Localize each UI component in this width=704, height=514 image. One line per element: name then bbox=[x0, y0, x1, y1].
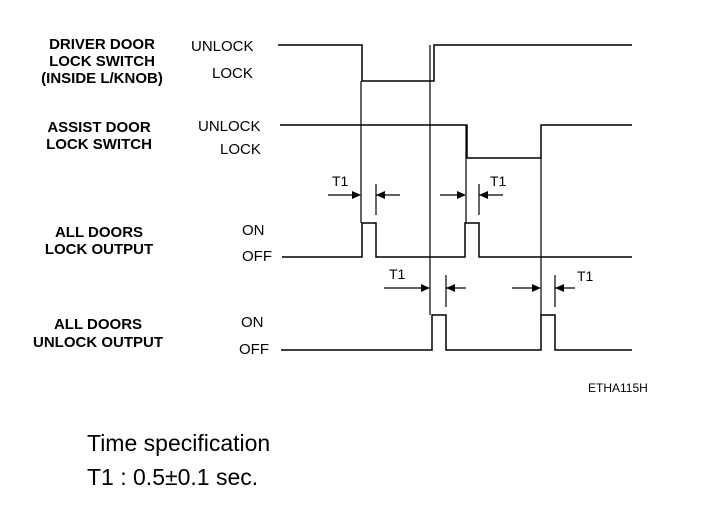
assist-label-line1: ASSIST DOOR bbox=[47, 119, 151, 136]
lock-output-label-line1: ALL DOORS bbox=[55, 224, 143, 241]
unlock-output-label-line2: UNLOCK OUTPUT bbox=[33, 334, 163, 351]
driver-label-line3: (INSIDE L/KNOB) bbox=[41, 70, 163, 87]
unlock-output-waveform bbox=[281, 314, 632, 351]
t1-label-lock-1: T1 bbox=[332, 173, 349, 189]
driver-waveform bbox=[278, 44, 632, 82]
driver-label-line2: LOCK SWITCH bbox=[49, 53, 155, 70]
lock-output-waveform bbox=[282, 222, 632, 258]
driver-label-line1: DRIVER DOOR bbox=[49, 36, 155, 53]
t1-dimension-unlock-1 bbox=[384, 275, 466, 307]
time-spec-value: T1 : 0.5±0.1 sec. bbox=[87, 464, 259, 490]
t1-label-lock-2: T1 bbox=[490, 173, 507, 189]
unlock-output-label-line1: ALL DOORS bbox=[54, 316, 142, 333]
driver-unlock-state: UNLOCK bbox=[191, 38, 254, 55]
assist-label-line2: LOCK SWITCH bbox=[46, 136, 152, 153]
t1-label-unlock-2: T1 bbox=[577, 268, 594, 284]
assist-waveform bbox=[280, 124, 632, 159]
t1-dimension-unlock-2 bbox=[512, 275, 575, 307]
lock-output-on-state: ON bbox=[242, 222, 265, 239]
assist-unlock-state: UNLOCK bbox=[198, 118, 261, 135]
time-spec-title: Time specification bbox=[87, 430, 271, 456]
unlock-output-on-state: ON bbox=[241, 314, 264, 331]
t1-dimension-lock-1 bbox=[328, 184, 400, 215]
t1-label-unlock-1: T1 bbox=[389, 266, 406, 282]
lock-output-off-state: OFF bbox=[242, 248, 272, 265]
assist-lock-state: LOCK bbox=[220, 141, 261, 158]
figure-code: ETHA115H bbox=[588, 381, 648, 395]
lock-output-label-line2: LOCK OUTPUT bbox=[45, 241, 153, 258]
t1-dimension-lock-2 bbox=[440, 184, 503, 215]
driver-lock-state: LOCK bbox=[212, 65, 253, 82]
unlock-output-off-state: OFF bbox=[239, 341, 269, 358]
